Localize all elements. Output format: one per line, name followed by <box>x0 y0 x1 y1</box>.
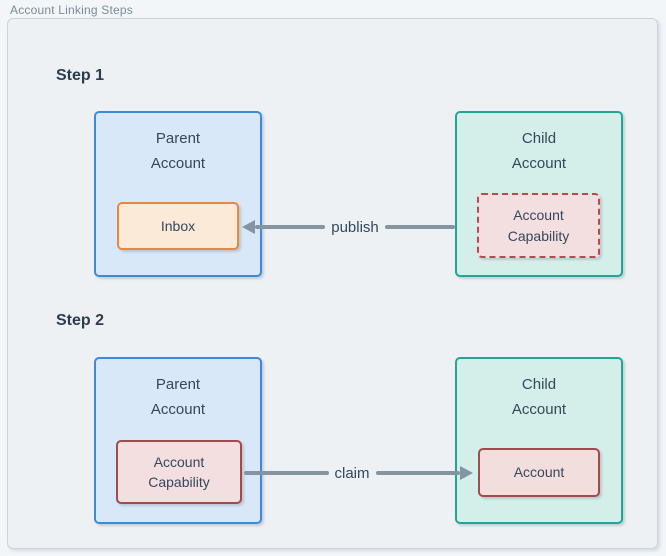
diagram-title: Account Linking Steps <box>10 3 133 17</box>
edge-line <box>375 471 461 475</box>
edge-line <box>244 471 329 475</box>
step1-edge-label: publish <box>331 218 379 236</box>
step-1-label: Step 1 <box>56 67 105 84</box>
diagram-panel: Step 1 Parent Account Inbox Child Accoun… <box>7 18 658 549</box>
step1-child-account-box: Child Account Account Capability <box>455 111 623 277</box>
step2-child-account-title: Child Account <box>511 376 567 418</box>
step-2-label: Step 2 <box>56 312 105 329</box>
arrowhead-left-icon <box>242 220 255 234</box>
step1-publish-arrow: publish <box>242 218 456 236</box>
edge-line <box>255 225 326 229</box>
step1-child-account-title: Child Account <box>511 130 567 172</box>
step2-claim-arrow: claim <box>244 464 474 482</box>
step2-account-node: Account <box>478 448 600 497</box>
arrowhead-right-icon <box>460 466 474 480</box>
step2-child-account-box: Child Account Account <box>455 357 623 524</box>
step2-account-capability-node: Account Capability <box>116 440 242 504</box>
step2-parent-account-box: Parent Account Account Capability <box>94 357 262 524</box>
edge-line <box>384 225 456 229</box>
step1-inbox-node: Inbox <box>117 202 239 250</box>
step1-account-capability-node: Account Capability <box>477 193 600 258</box>
step2-edge-label: claim <box>334 464 370 482</box>
step2-parent-account-title: Parent Account <box>150 376 206 418</box>
step1-parent-account-title: Parent Account <box>150 130 206 172</box>
step1-parent-account-box: Parent Account Inbox <box>94 111 262 277</box>
